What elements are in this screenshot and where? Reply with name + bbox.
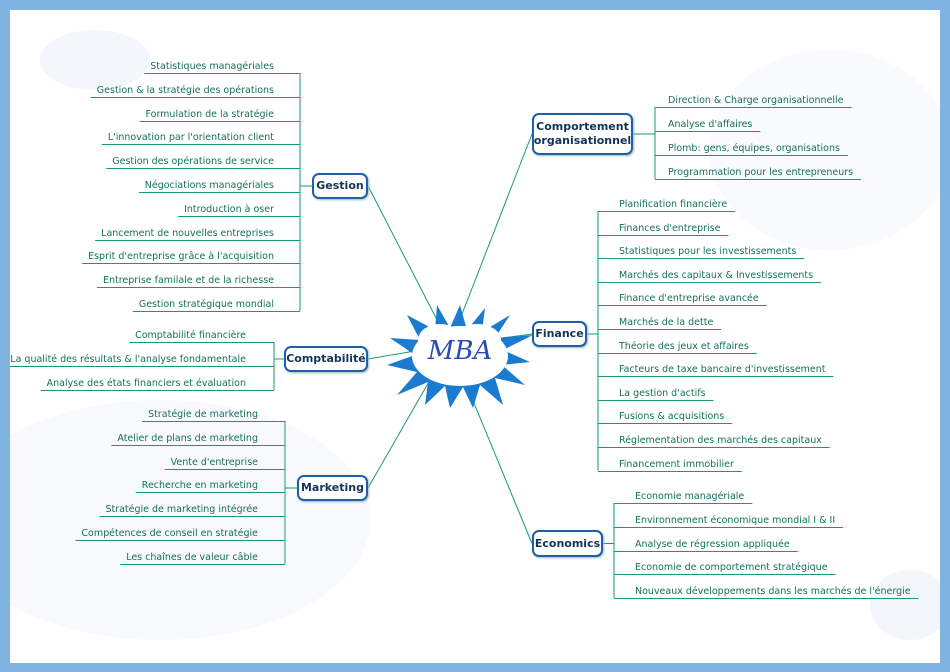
cloud-decoration [10,400,370,640]
subtopic-item[interactable]: Esprit d'entreprise grâce à l'acquisitio… [88,250,274,262]
subtopic-item[interactable]: Analyse de régression appliquée [635,538,790,550]
subtopic-item[interactable]: Réglementation des marchés des capitaux [619,434,822,446]
topic-economics[interactable]: Economics [532,530,603,557]
subtopic-item[interactable]: Environnement économique mondial I & II [635,514,836,526]
subtopic-item[interactable]: Les chaînes de valeur câble [126,551,258,563]
topic-comportement[interactable]: Comportement organisationnel [532,113,633,155]
subtopic-item[interactable]: Entreprise familale et de la richesse [102,274,274,286]
subtopic-item[interactable]: La qualité des résultats & l'analyse fon… [10,353,246,365]
subtopic-item[interactable]: Formulation de la stratégie [145,108,275,120]
subtopic-item[interactable]: Statistiques managériales [150,60,274,72]
subtopic-item[interactable]: Statistiques pour les investissements [619,245,797,257]
subtopic-item[interactable]: Gestion stratégique mondial [138,298,274,310]
cloud-decoration [40,30,150,90]
subtopic-item[interactable]: Théorie des jeux et affaires [619,340,749,352]
subtopic-item[interactable]: Atelier de plans de marketing [117,432,258,444]
subtopic-item[interactable]: Direction & Charge organisationnelle [668,94,844,106]
subtopic-item[interactable]: Compétences de conseil en stratégie [81,527,258,539]
subtopic-item[interactable]: Fusions & acquisitions [619,410,725,422]
subtopic-item[interactable]: Stratégie de marketing [148,408,258,420]
subtopic-item[interactable]: Gestion & la stratégie des opérations [96,84,274,96]
subtopic-item[interactable]: Lancement de nouvelles entreprises [101,227,274,239]
subtopic-item[interactable]: Nouveaux développements dans les marchés… [635,585,911,597]
subtopic-item[interactable]: Marchés de la dette [619,316,714,328]
topic-marketing[interactable]: Marketing [297,475,368,501]
subtopic-item[interactable]: Gestion des opérations de service [112,155,274,167]
subtopic-item[interactable]: Economie managériale [635,490,745,502]
mba-burst-icon [387,305,533,408]
subtopic-item[interactable]: Programmation pour les entrepreneurs [668,166,854,178]
subtopic-item[interactable]: Facteurs de taxe bancaire d'investisseme… [619,363,826,375]
subtopic-item[interactable]: Planification financière [619,198,728,210]
subtopic-item[interactable]: Financement immobilier [619,458,734,470]
subtopic-item[interactable]: Stratégie de marketing intégrée [105,503,258,515]
subtopic-item[interactable]: Analyse d'affaires [668,118,753,130]
subtopic-item[interactable]: Plomb: gens, équipes, organisations [668,142,840,154]
cloud-decoration [710,50,940,250]
subtopic-item[interactable]: Economie de comportement stratégique [635,561,828,573]
center-topic[interactable]: MBA [427,336,493,366]
subtopic-item[interactable]: Négociations managériales [144,179,274,191]
subtopic-item[interactable]: Analyse des états financiers et évaluati… [46,377,246,389]
subtopic-item[interactable]: La gestion d'actifs [619,387,706,399]
subtopic-item[interactable]: Recherche en marketing [141,479,258,491]
connector-lines [10,73,919,599]
subtopic-item[interactable]: Vente d'entreprise [170,456,258,468]
subtopic-item[interactable]: Marchés des capitaux & Investissements [619,269,814,281]
subtopic-item[interactable]: Comptabilité financière [135,329,246,341]
subtopic-item[interactable]: Finances d'entreprise [619,222,721,234]
topic-finance[interactable]: Finance [532,321,587,347]
subtopic-item[interactable]: L'innovation par l'orientation client [107,131,274,143]
topic-comptabilite[interactable]: Comptabilité [284,346,368,372]
subtopic-item[interactable]: Finance d'entreprise avancée [619,292,759,304]
cloud-decoration [870,570,940,640]
connector-comportement [449,133,533,346]
topic-gestion[interactable]: Gestion [312,173,368,199]
subtopic-item[interactable]: Introduction à oser [184,203,274,215]
